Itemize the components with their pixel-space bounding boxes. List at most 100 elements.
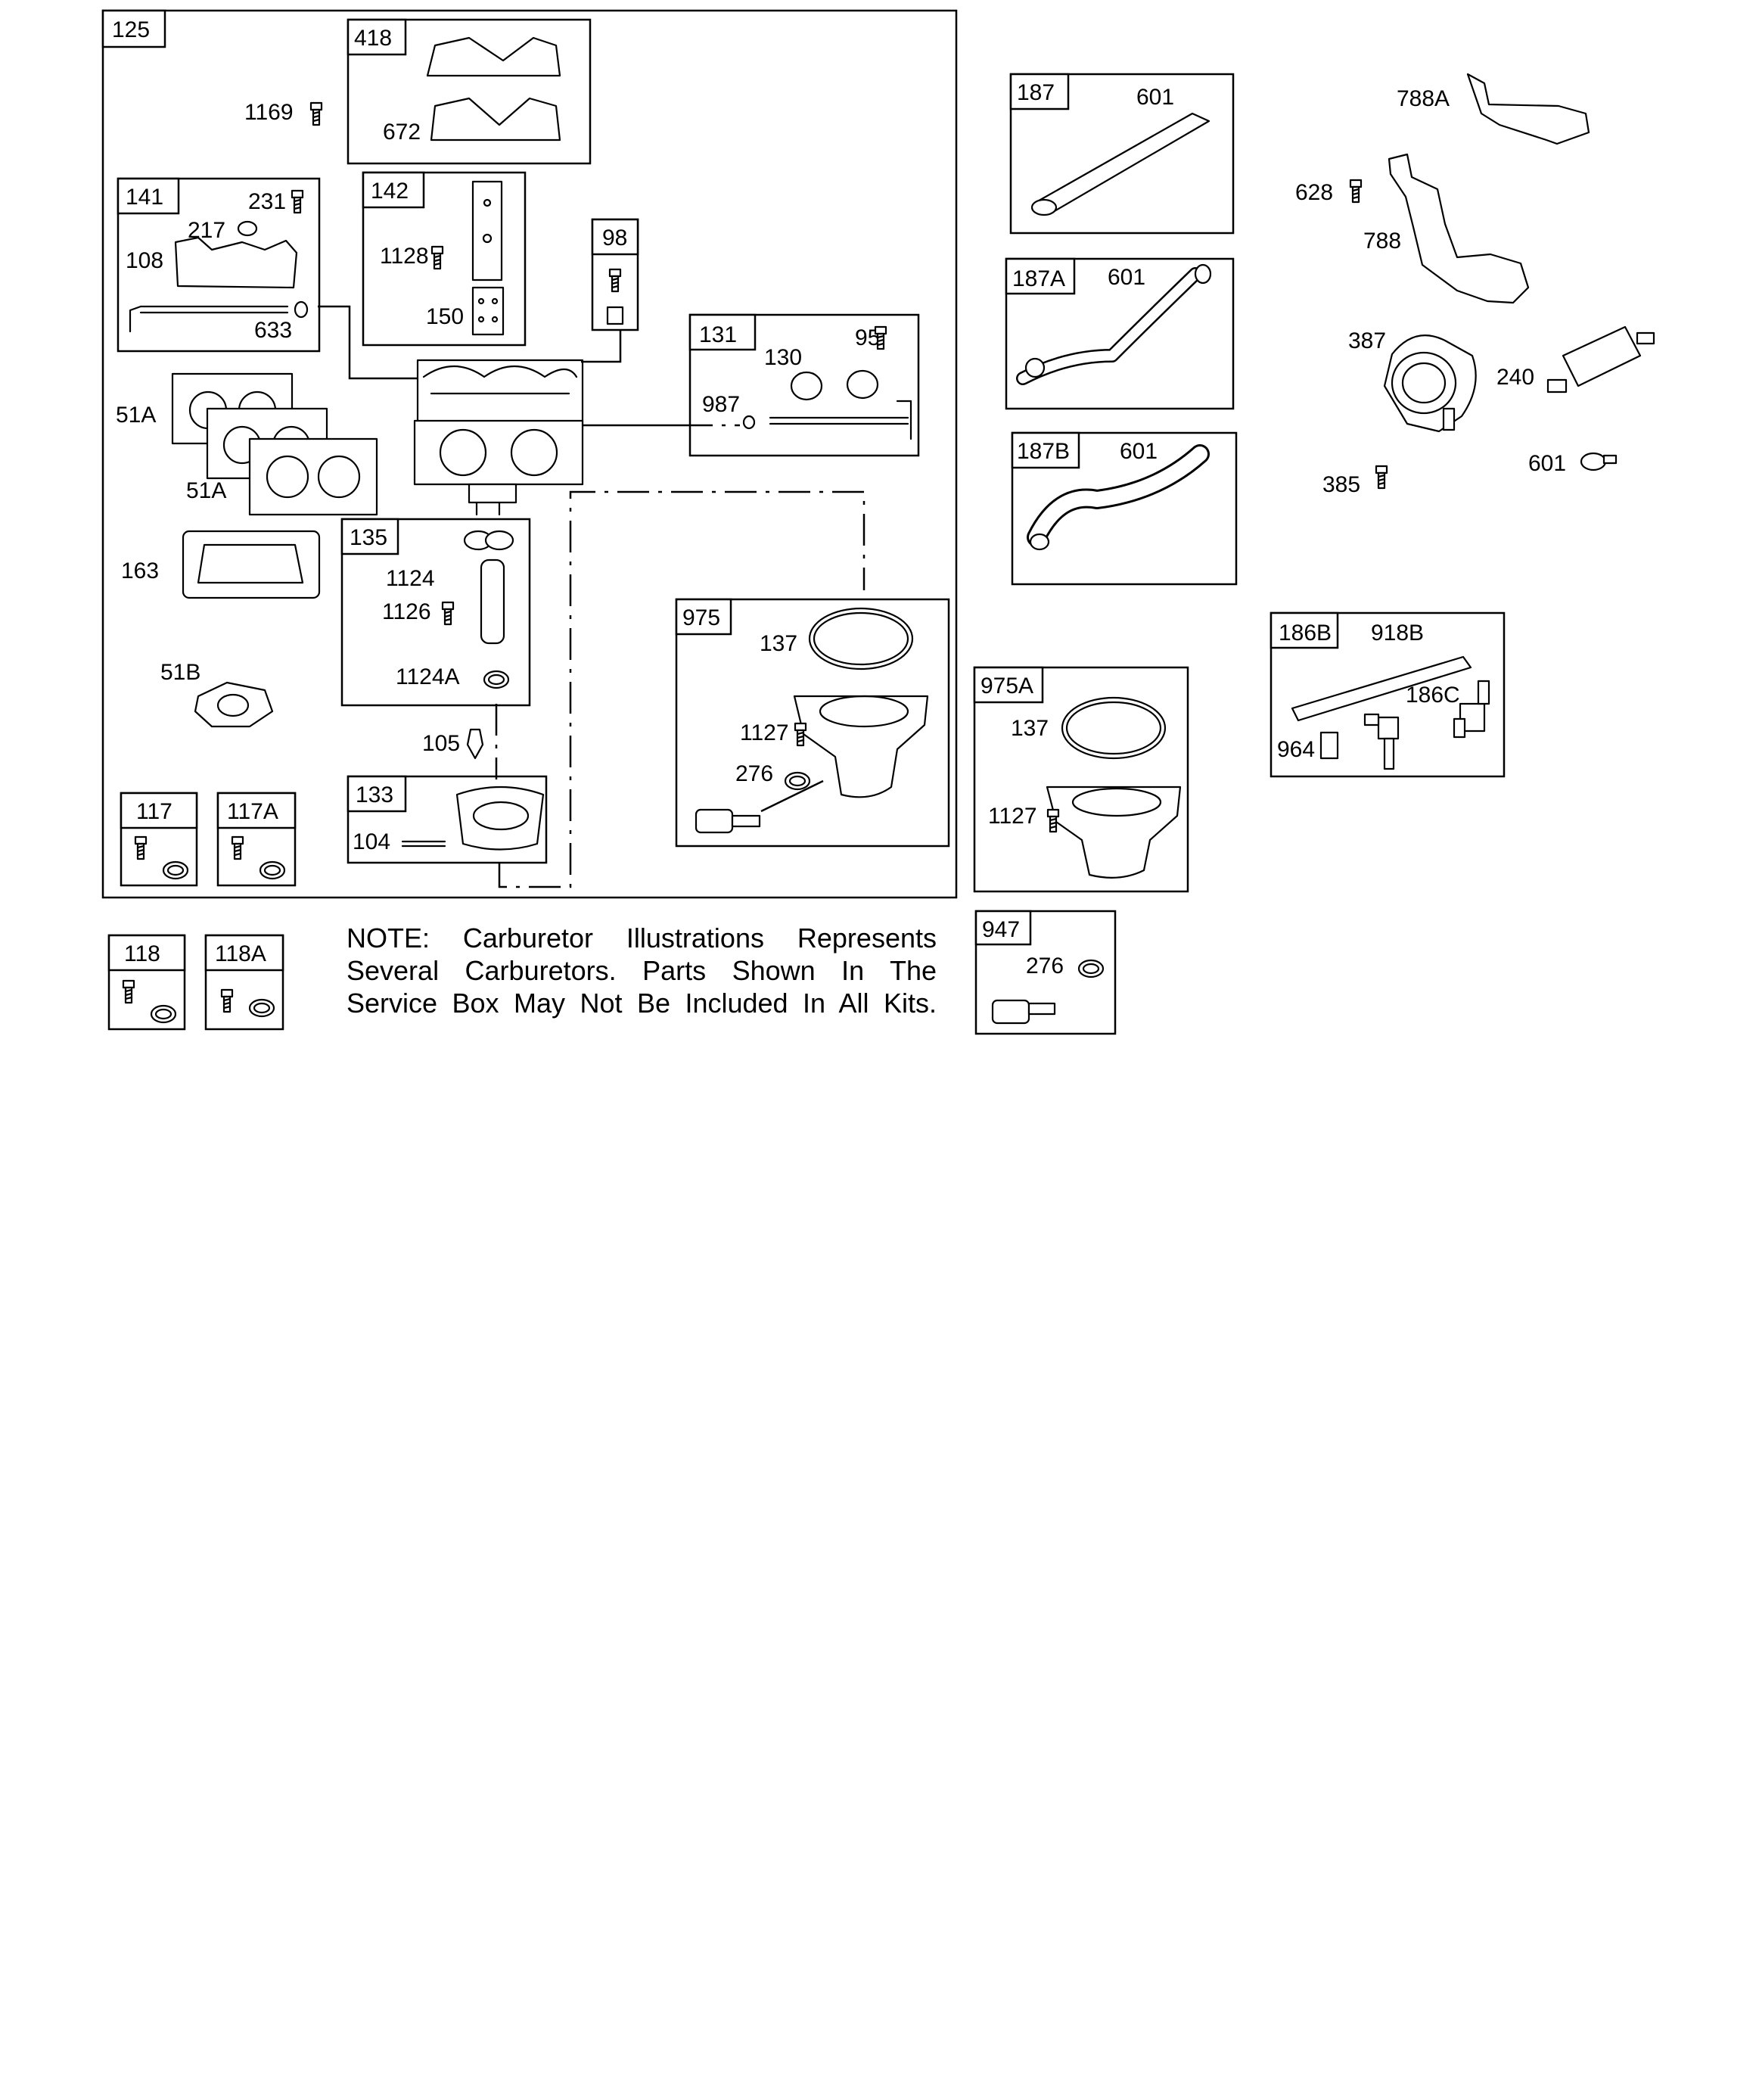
- box-187B: [1011, 431, 1238, 586]
- label-105: 105: [422, 731, 460, 756]
- bracket-icon: [1388, 153, 1530, 304]
- service-note: NOTE: Carburetor Illustrations Represent…: [347, 922, 937, 1019]
- gasket-icon: [430, 97, 561, 142]
- choke-plate-icon: [471, 180, 503, 282]
- o-ring-icon: [248, 998, 275, 1018]
- o-ring-icon: [808, 607, 914, 670]
- label-975A: 975A: [981, 674, 1033, 698]
- label-601: 601: [1136, 85, 1174, 110]
- label-137: 137: [1011, 716, 1049, 741]
- label-104: 104: [353, 829, 390, 854]
- o-ring-icon: [150, 1004, 177, 1024]
- o-ring-icon: [259, 860, 286, 880]
- hose-clamp-icon: [1024, 357, 1046, 378]
- box-947: [974, 910, 1117, 1035]
- label-628: 628: [1295, 180, 1333, 205]
- throttle-plate-icon: [174, 236, 298, 289]
- label-1127: 1127: [988, 804, 1037, 829]
- sleeve-icon: [1319, 731, 1339, 760]
- label-1124: 1124: [386, 566, 435, 591]
- label-1124A: 1124A: [396, 664, 460, 689]
- box-187: [1009, 73, 1235, 235]
- label-987: 987: [702, 392, 740, 417]
- note-line-2: Several Carburetors. Parts Shown In The: [347, 955, 937, 986]
- hose-clamp-icon: [1029, 533, 1050, 551]
- label-918B: 918B: [1371, 621, 1424, 646]
- label-601: 601: [1108, 265, 1145, 290]
- box-135: [340, 518, 531, 707]
- bracket-icon: [1466, 73, 1590, 145]
- box-187A: [1005, 257, 1235, 410]
- fuel-hose-icon: [1033, 112, 1210, 213]
- box-141: [117, 177, 321, 353]
- solenoid-icon: [695, 808, 761, 834]
- screw-icon: [220, 988, 234, 1013]
- fuel-filter-icon: [1546, 325, 1655, 394]
- hose-clamp-icon: [1194, 263, 1212, 285]
- fitting-icon: [1453, 680, 1490, 739]
- gasket-icon: [182, 530, 321, 599]
- box-975A: [973, 666, 1189, 893]
- throttle-disc-icon: [846, 369, 879, 400]
- screw-icon: [1046, 808, 1060, 833]
- screw-icon: [1375, 465, 1388, 490]
- fuel-hose-icon: [1018, 269, 1201, 384]
- label-118A: 118A: [215, 941, 266, 966]
- label-98: 98: [602, 226, 627, 250]
- label-150: 150: [426, 304, 464, 329]
- label-633: 633: [254, 318, 292, 343]
- screw-icon: [430, 245, 444, 270]
- screw-icon: [441, 601, 455, 626]
- hose-clamp-icon: [1030, 198, 1058, 216]
- label-135: 135: [350, 525, 387, 550]
- label-418: 418: [354, 26, 392, 51]
- label-51B: 51B: [160, 660, 200, 685]
- box-975: [675, 598, 950, 848]
- screw-icon: [608, 268, 622, 293]
- screw-icon: [794, 722, 807, 747]
- label-163: 163: [121, 558, 159, 583]
- fuel-hose-icon: [1029, 446, 1207, 545]
- gasket-icon: [171, 372, 378, 516]
- label-137: 137: [760, 631, 797, 656]
- box-131: [688, 313, 920, 457]
- label-141: 141: [126, 185, 163, 210]
- screw-icon: [291, 189, 304, 214]
- label-117A: 117A: [227, 799, 278, 824]
- screw-icon: [874, 325, 887, 350]
- needle-icon: [466, 728, 484, 760]
- box-142: [362, 171, 527, 347]
- label-672: 672: [383, 120, 421, 145]
- label-130: 130: [764, 345, 802, 370]
- label-117: 117: [136, 799, 172, 824]
- gasket-icon: [426, 36, 561, 77]
- spring-icon: [237, 220, 258, 237]
- label-276: 276: [735, 761, 773, 786]
- spring-icon: [606, 306, 624, 325]
- float-icon: [480, 558, 505, 645]
- label-788: 788: [1363, 229, 1401, 254]
- fitting-icon: [1363, 713, 1400, 770]
- fuel-hose-icon: [1291, 655, 1472, 722]
- label-788A: 788A: [1397, 86, 1450, 111]
- label-387: 387: [1348, 328, 1386, 353]
- label-51A: 51A: [186, 478, 226, 503]
- screw-icon: [134, 835, 148, 860]
- label-108: 108: [126, 248, 163, 273]
- o-ring-icon: [1061, 696, 1167, 760]
- hose-clamp-icon: [1580, 452, 1607, 471]
- float-bowl-icon: [455, 786, 545, 851]
- label-1127: 1127: [740, 720, 789, 745]
- label-601: 601: [1528, 451, 1566, 476]
- label-118: 118: [124, 941, 160, 966]
- label-125: 125: [112, 17, 150, 42]
- o-ring-icon: [784, 771, 811, 791]
- label-601: 601: [1120, 439, 1158, 464]
- screw-icon: [309, 101, 323, 126]
- label-51A: 51A: [116, 403, 156, 428]
- o-ring-icon: [162, 860, 189, 880]
- label-186B: 186B: [1279, 621, 1332, 646]
- label-187: 187: [1017, 80, 1055, 105]
- label-385: 385: [1322, 472, 1360, 497]
